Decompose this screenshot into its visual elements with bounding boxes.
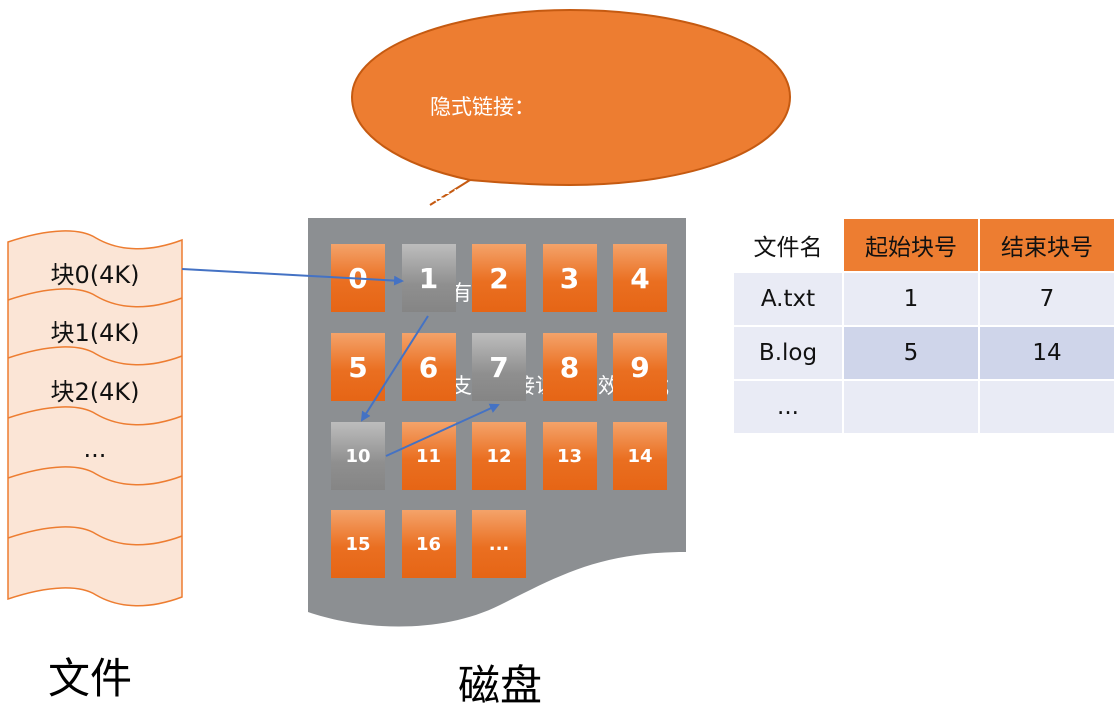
disk-block: 12 <box>472 422 526 490</box>
callout-line: 隐式链接： <box>430 95 535 119</box>
table-header-end-block: 结束块号 <box>980 219 1114 271</box>
table-header-start-block: 起始块号 <box>844 219 978 271</box>
disk-block: 13 <box>542 422 597 490</box>
file-block-row <box>8 480 182 538</box>
disk-block: 0 <box>331 244 385 312</box>
disk-block: 15 <box>331 510 385 578</box>
table-cell: B.log <box>734 327 842 379</box>
callout-line: 支持顺序访问，方便拓展， <box>430 188 682 212</box>
file-block-row: 块0(4K) <box>50 260 140 289</box>
file-block-row: ... <box>83 435 107 463</box>
table-cell <box>844 381 978 433</box>
table-cell: 7 <box>980 273 1114 325</box>
disk-block: 14 <box>613 422 667 490</box>
file-block-row: 块1(4K) <box>50 318 140 347</box>
table-cell: 14 <box>980 327 1114 379</box>
disk-label: 磁盘 <box>458 661 543 710</box>
disk-block: 1 <box>401 244 456 312</box>
file-block-row <box>8 540 182 598</box>
file-label: 文件 <box>48 654 133 703</box>
disk-block: 10 <box>331 422 385 490</box>
disk-block: 4 <box>613 244 667 312</box>
table-cell: A.txt <box>734 273 842 325</box>
disk-block: ... <box>472 510 526 578</box>
disk-block: 8 <box>542 333 597 401</box>
table-cell: 1 <box>844 273 978 325</box>
disk-block: 2 <box>472 244 526 312</box>
table-cell: 5 <box>844 327 978 379</box>
file-stack <box>7 230 183 607</box>
disk-block: 16 <box>401 510 456 578</box>
disk-block: 11 <box>401 422 456 490</box>
table-cell: ... <box>734 381 842 433</box>
table-header-filename: 文件名 <box>734 219 842 271</box>
table-cell <box>980 381 1114 433</box>
callout-bubble <box>350 8 792 206</box>
disk-block: 5 <box>331 333 385 401</box>
disk-block: 6 <box>401 333 456 401</box>
disk-block: 9 <box>613 333 667 401</box>
disk-block: 3 <box>542 244 597 312</box>
disk-block: 7 <box>472 333 526 401</box>
file-block-row: 块2(4K) <box>50 377 140 406</box>
